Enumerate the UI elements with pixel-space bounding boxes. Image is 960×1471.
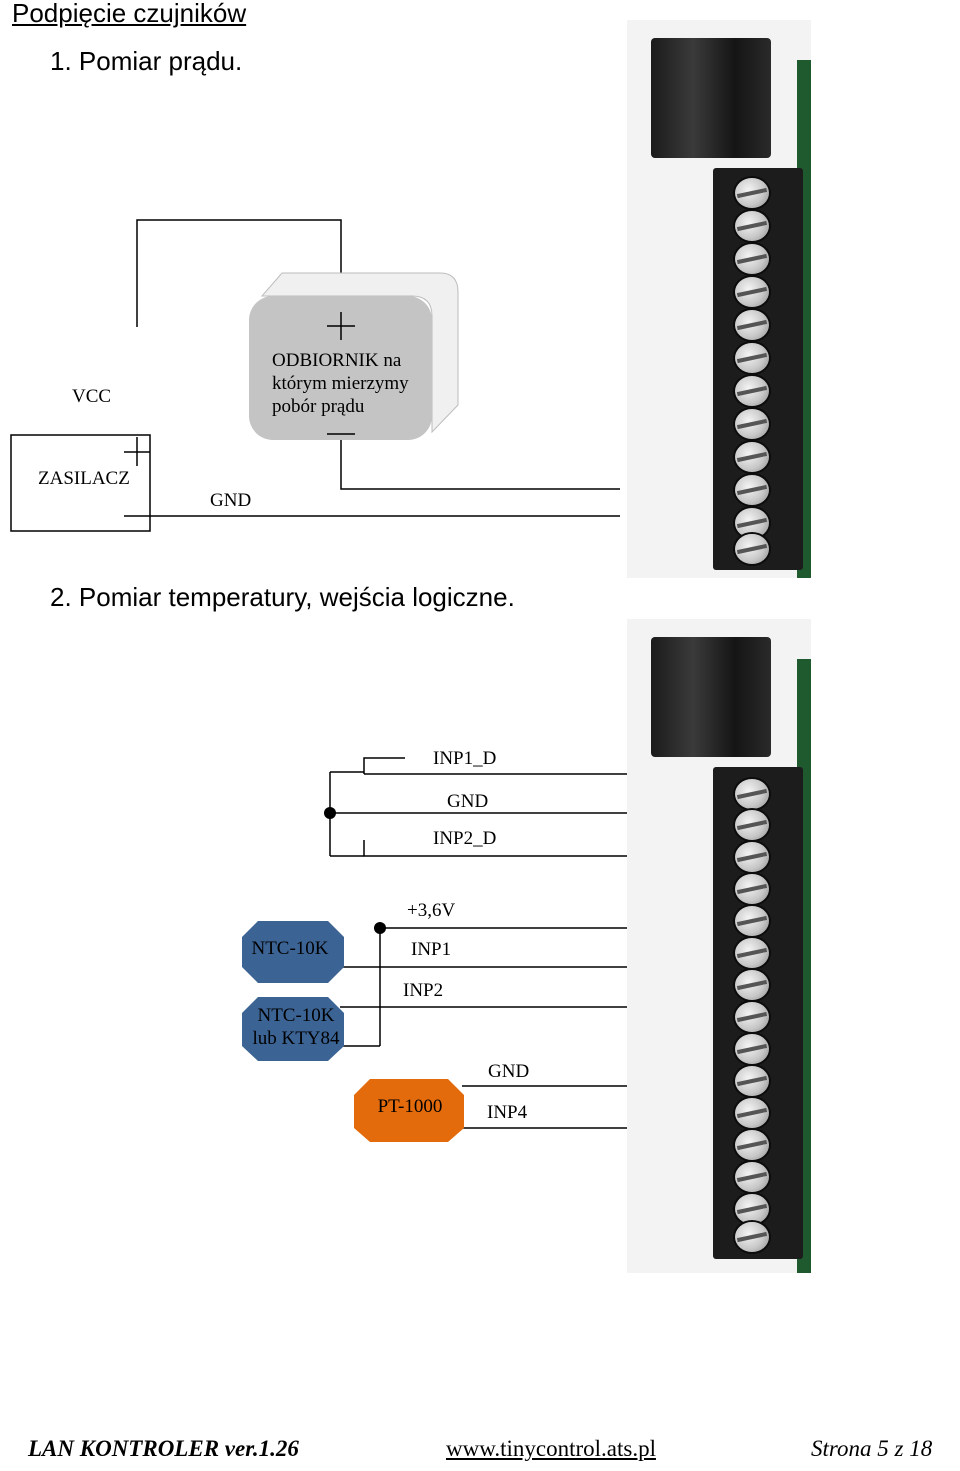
inp4-label: INP4 (487, 1102, 528, 1123)
footer-page-number: Strona 5 z 18 (811, 1436, 933, 1461)
load-label-line1: ODBIORNIK na (272, 350, 402, 371)
footer-website-link[interactable]: www.tinycontrol.ats.pl (446, 1436, 656, 1461)
gnd-label: GND (210, 490, 252, 511)
sensor-wiring-diagram (242, 757, 712, 1142)
inp2-label: INP2 (403, 980, 444, 1001)
vcc-label: VCC (72, 386, 112, 407)
ntc-sensor-2-label-line2: lub KTY84 (252, 1028, 340, 1049)
screw-terminal-block (713, 767, 803, 1259)
inp1d-label: INP1_D (433, 748, 497, 769)
terminal-block-photo-2 (627, 619, 811, 1273)
inp1-label: INP1 (411, 939, 452, 960)
supply-label: ZASILACZ (38, 468, 130, 489)
ntc-sensor-2-label-line1: NTC-10K (257, 1005, 335, 1026)
pt1000-sensor-label: PT-1000 (377, 1096, 443, 1117)
load-label-line3: pobór prądu (272, 396, 365, 417)
terminal-block-photo-1 (627, 20, 811, 578)
pt1000-sensor (354, 1079, 464, 1142)
supply-box (10, 434, 151, 532)
ntc-sensor-2-label: NTC-10K lub KTY84 (248, 1004, 344, 1050)
ntc-sensor-1-label: NTC-10K (251, 938, 329, 959)
page-heading: Podpięcie czujników (12, 0, 247, 28)
section-1-title: 1. Pomiar prądu. (50, 46, 243, 76)
load-label: ODBIORNIK na którym mierzymy pobór prądu (272, 349, 409, 418)
ntc-sensor-2 (242, 997, 344, 1061)
gnd-bottom-label: GND (488, 1061, 530, 1082)
dc-jack (651, 637, 771, 757)
gnd-top-label: GND (447, 791, 489, 812)
load-box (249, 296, 432, 440)
ntc-sensor-1 (242, 921, 344, 983)
current-measurement-diagram (10, 219, 620, 532)
footer-product: LAN KONTROLER ver.1.26 (28, 1436, 299, 1461)
inp2d-label: INP2_D (433, 828, 497, 849)
dc-jack (651, 38, 771, 158)
screw-terminal-block (713, 168, 803, 570)
section-2-title: 2. Pomiar temperatury, wejścia logiczne. (50, 582, 515, 612)
v36-label: +3,6V (407, 900, 456, 921)
load-label-line2: którym mierzymy (272, 373, 409, 394)
